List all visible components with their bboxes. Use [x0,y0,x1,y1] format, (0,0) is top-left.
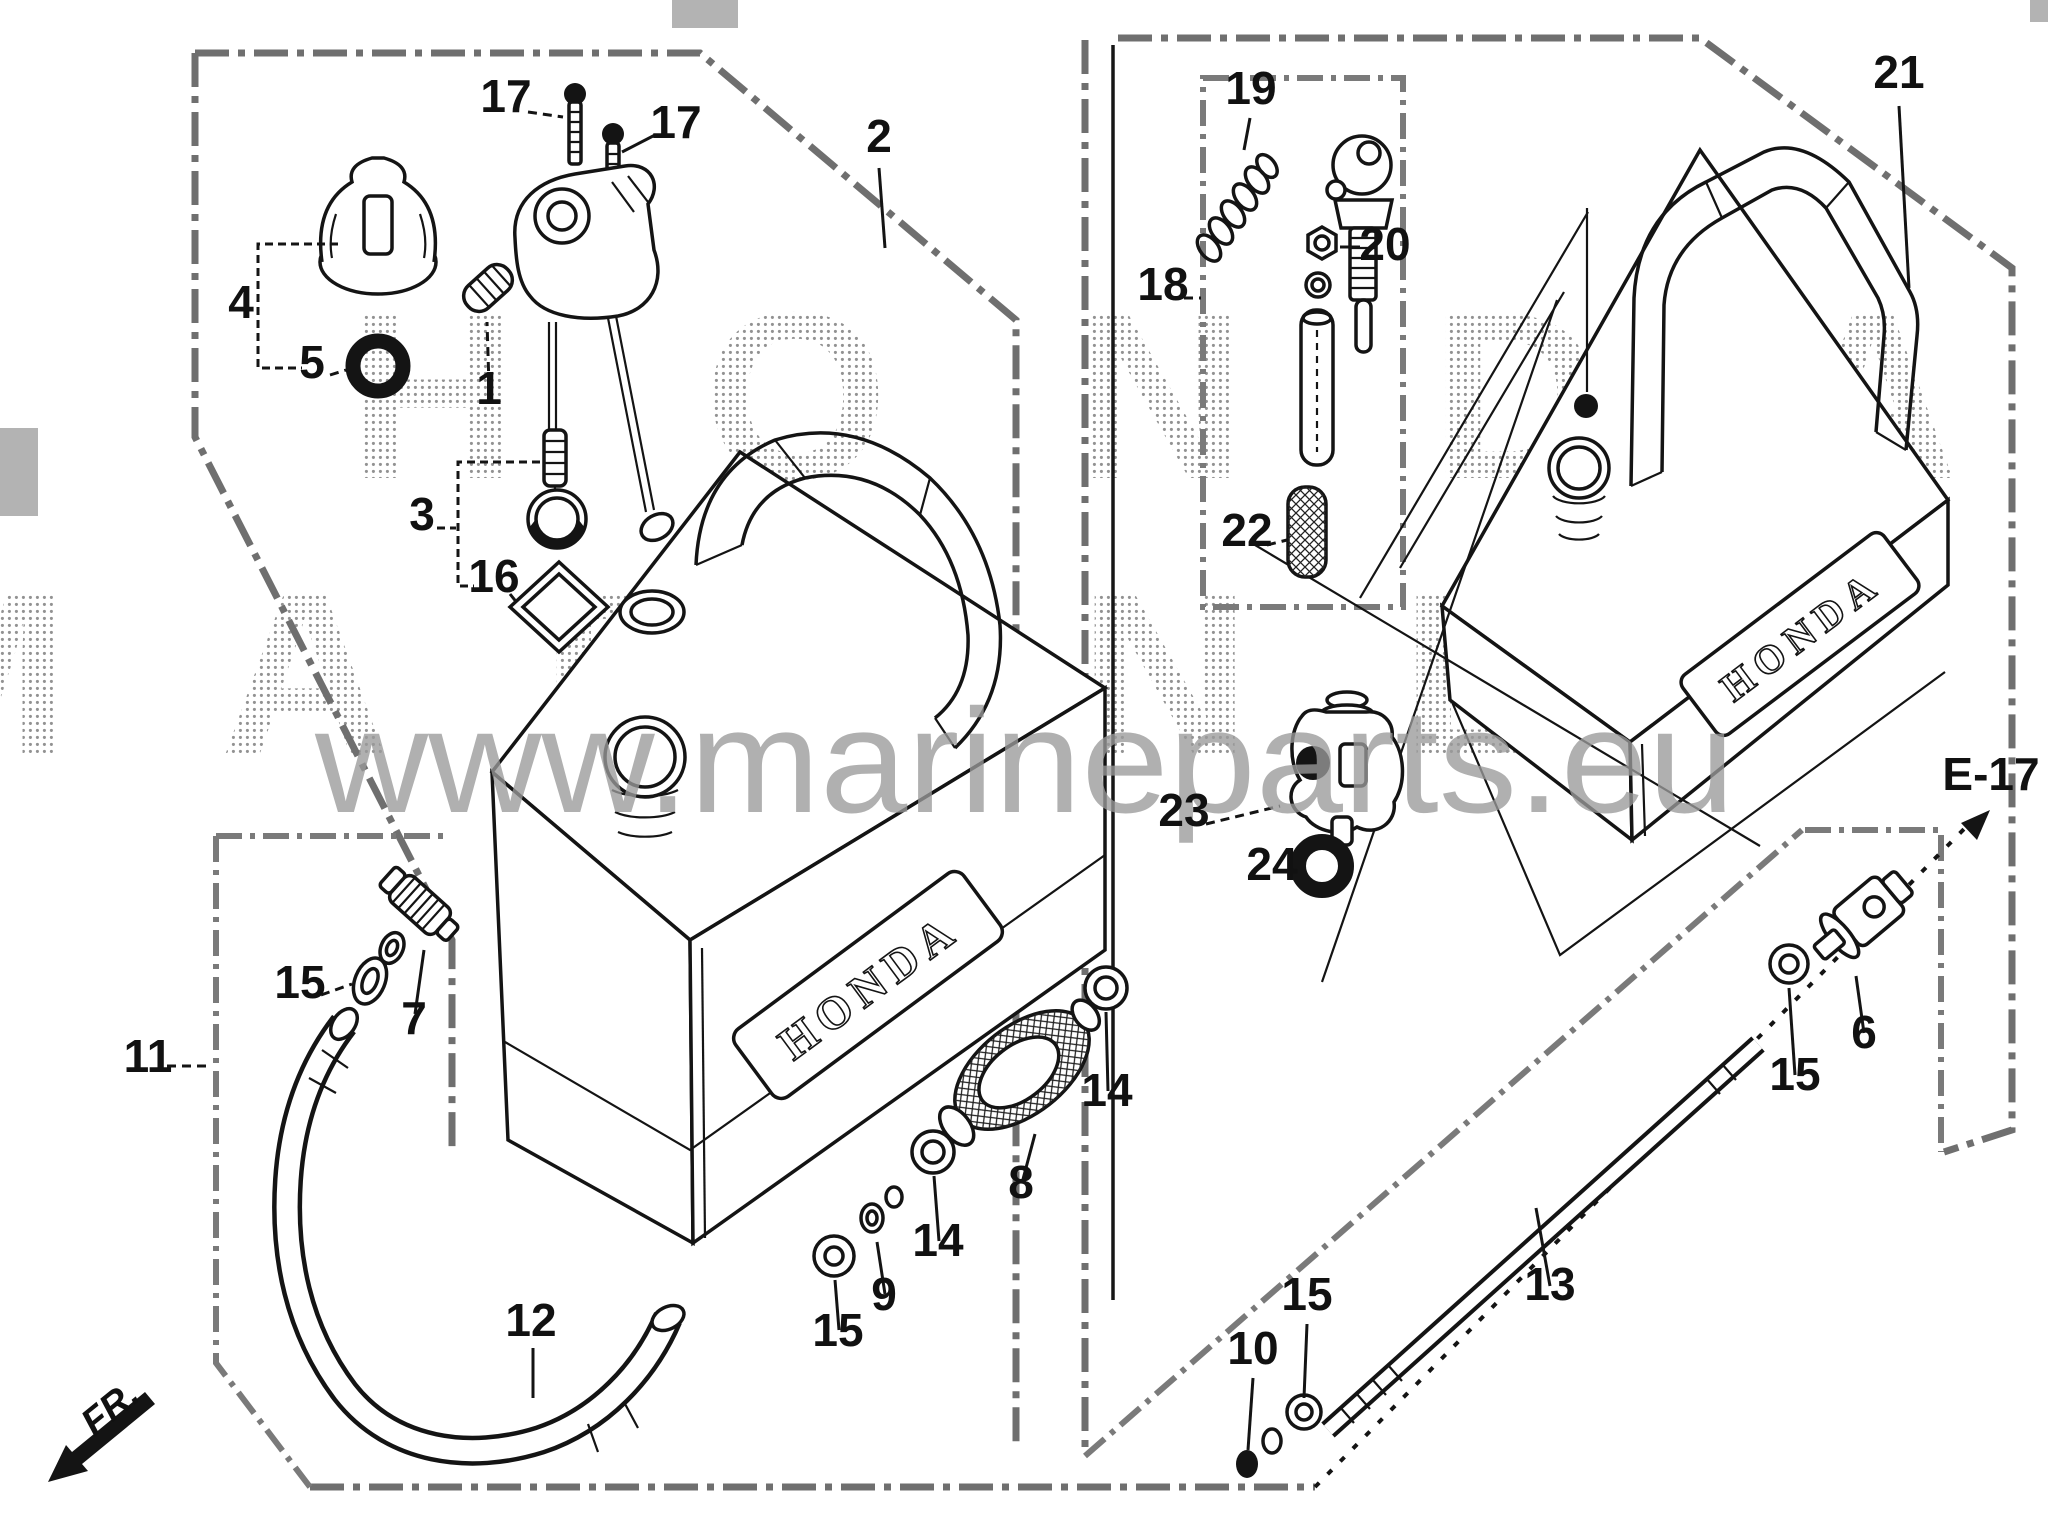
part-label-16-7: 16 [468,550,519,602]
right-tank-handle-rungs [1630,181,1907,488]
right-tank-cap-ball [1574,394,1598,418]
left-panel-border-left [191,53,456,1148]
part-label-19-8: 19 [1225,62,1276,114]
part-label-20-9: 20 [1359,218,1410,270]
reference-code-label: E-17 [1942,748,2039,800]
front-arrow-icon [48,1392,155,1482]
cap-oring-5 [345,333,411,399]
part-label-21-11: 21 [1873,46,1924,98]
part-label-15-19: 15 [812,1304,863,1356]
spring-19 [1195,152,1279,263]
scan-artifact [2030,0,2048,22]
part-label-8-22: 8 [1008,1156,1034,1208]
callout-leaders [167,105,1911,1451]
nut-20 [1306,224,1338,262]
strainer-group-18 [1195,134,1395,579]
part-label-1-5: 1 [476,362,502,414]
fuel-meter-assembly [318,83,675,655]
right-panel-border [1118,34,2016,1156]
washers-9 [859,1185,904,1234]
part-label-4-3: 4 [228,276,254,328]
outlet-cap-10 [1236,1427,1283,1478]
hose-group-border-left [213,836,313,1489]
hose-washer-15L [351,956,389,1006]
part-label-7-17: 7 [401,992,427,1044]
primer-bulb-8 [937,998,1102,1147]
part-label-14-21: 14 [912,1214,964,1266]
clamp-ring-14a [910,1129,956,1175]
fuel-meter-packing-1 [461,262,515,314]
gasket-16 [507,559,611,655]
part-label-15-25: 15 [1281,1268,1332,1320]
fuel-cock-23 [1289,690,1405,847]
part-label-3-6: 3 [409,488,435,540]
fuel-cap-4 [318,156,438,296]
part-label-15-16: 15 [274,956,325,1008]
part-label-17-0: 17 [480,70,531,122]
fuel-joint-7 [378,865,460,942]
outlet-ring-15R1 [1285,1393,1323,1431]
sender-wire [547,322,558,430]
fuel-hose-12 [272,1006,686,1466]
fuel-connector-6 [1812,870,1914,961]
strainer-tube [1299,308,1335,467]
strainer-group-box [1200,75,1406,610]
part-label-6-28: 6 [1851,1006,1877,1058]
part-label-2-2: 2 [866,110,892,162]
float-arm-eye [639,511,675,543]
part-label-14-23: 14 [1081,1064,1133,1116]
bolt-17a [564,83,586,166]
scan-artifact [0,428,38,516]
front-direction-marker: FR. [48,1373,155,1482]
left-tank-corner-edge [700,947,707,1239]
part-label-9-20: 9 [871,1268,897,1320]
hose-clip-ring-15M [812,1234,856,1278]
right-panel-bottom-diagonal [1083,827,1804,1459]
part-label-22-12: 22 [1221,504,1272,556]
part-label-13-26: 13 [1524,1258,1575,1310]
cock-oring-24 [1290,834,1354,898]
right-panel-inner-corner [1805,827,1944,1152]
joint-screw-assembly [1325,134,1395,354]
part-label-24-14: 24 [1246,838,1298,890]
right-tank-corner-edge [1640,743,1647,837]
left-tank-handle-outer [694,431,1003,750]
tank-ring-15R2 [1768,943,1810,985]
part-label-11-15: 11 [124,1030,173,1082]
part-label-15-27: 15 [1769,1048,1820,1100]
part-label-10-24: 10 [1227,1322,1278,1374]
right-tank-bottom-crease [1450,671,1946,957]
part-label-5-4: 5 [299,336,325,388]
part-label-12-18: 12 [505,1294,556,1346]
part-label-18-10: 18 [1137,258,1188,310]
clamp-ring-14b [1083,965,1129,1011]
float-arm-rod [606,315,656,513]
fuel-meter-unit [513,163,660,320]
part-label-23-13: 23 [1158,784,1209,836]
assembly-alignment-lines [1249,211,1761,983]
fuel-pipe-13 [1321,1036,1765,1438]
left-fuel-tank: HONDA [489,431,1109,1247]
e17-arrowhead-icon [1961,810,1990,840]
float-assembly-3 [526,428,588,550]
url-watermark: www.marineparts.eu [314,679,1735,844]
filter-22 [1286,485,1328,579]
right-tank-handle-inner [1660,185,1887,473]
front-label: FR. [73,1373,147,1444]
right-tank-handle-outer [1629,146,1920,487]
scan-artifact [672,0,738,28]
part-label-17-1: 17 [650,96,701,148]
washer-ring [1304,271,1332,299]
left-tank-handle-rungs [695,439,956,749]
